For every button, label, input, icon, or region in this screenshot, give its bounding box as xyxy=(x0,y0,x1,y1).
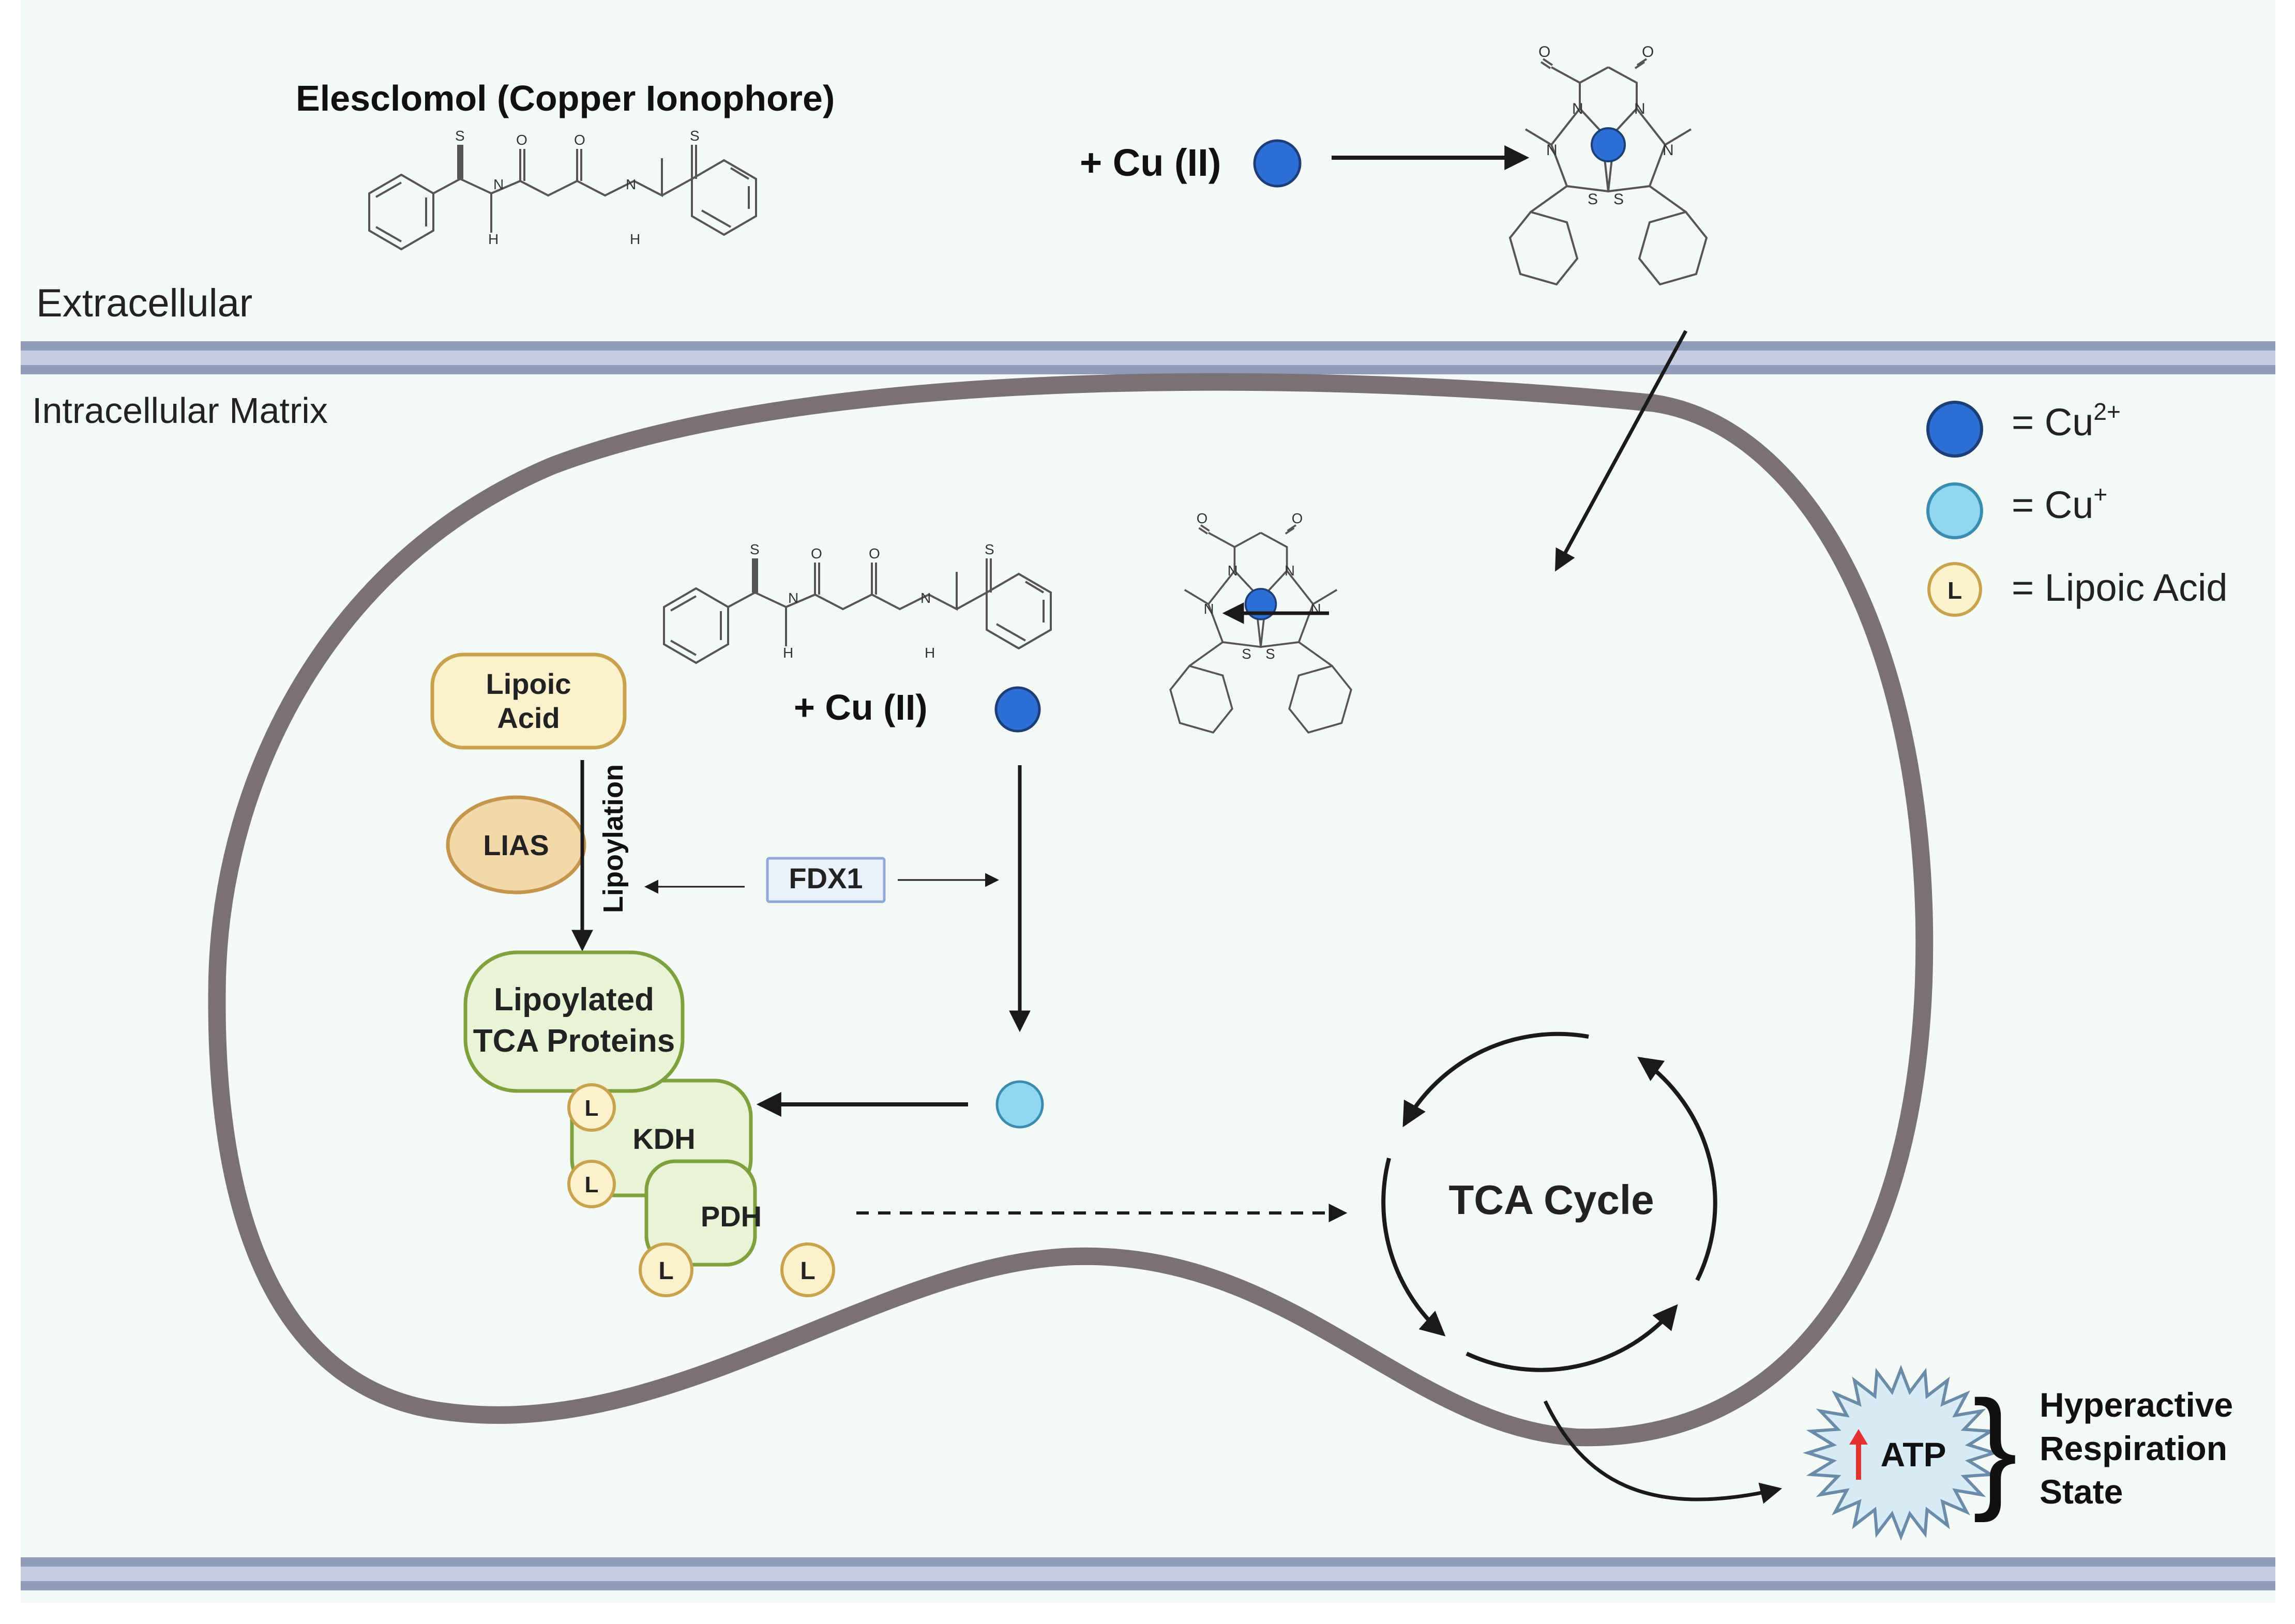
extracellular-label: Extracellular xyxy=(36,281,252,325)
atp-output-arrow xyxy=(1543,1400,1783,1504)
legend-cu1-icon xyxy=(1926,482,1983,539)
fdx1-box xyxy=(766,857,886,903)
intracellular-label: Intracellular Matrix xyxy=(32,390,328,431)
lias-label: LIAS xyxy=(483,829,549,861)
plus-cu2-top: + Cu (II) xyxy=(1080,141,1221,184)
mitochondrion-outline xyxy=(208,373,1934,1447)
cu1-ion-icon xyxy=(995,1080,1044,1129)
legend-cu1-text: = Cu+ xyxy=(2012,481,2107,526)
lipoic-acid-node xyxy=(430,652,627,750)
membrane-crossing-arrow xyxy=(1554,330,1688,572)
pdh-node-front xyxy=(644,1159,757,1267)
outcome-line2: Respiration xyxy=(2040,1429,2227,1467)
plasma-membrane-top xyxy=(21,341,2275,374)
lipoyl-marker-pdh-2: L xyxy=(780,1242,835,1297)
lipoylated-tca-proteins-node xyxy=(463,950,685,1093)
lipoyl-marker-kdh-2: L xyxy=(567,1160,616,1208)
plasma-membrane-bottom xyxy=(21,1557,2275,1590)
lipoic-acid-label-line1: Lipoic xyxy=(486,667,571,700)
fdx1-label: FDX1 xyxy=(789,862,863,894)
outcome-brace: } xyxy=(1973,1373,2018,1524)
lias-node xyxy=(446,795,586,894)
legend-cu2-text: = Cu2+ xyxy=(2012,398,2121,444)
cu2-ion-inner-icon xyxy=(994,686,1041,733)
outcome-line1: Hyperactive xyxy=(2040,1386,2233,1424)
legend-lipoic-text: = Lipoic Acid xyxy=(2012,566,2228,609)
legend-lipoic-icon xyxy=(1927,562,1982,617)
kdh-label: KDH xyxy=(632,1122,695,1155)
cell-background xyxy=(21,0,2275,1603)
legend-lipoic-marker: L xyxy=(1947,577,1962,604)
svg-text:L: L xyxy=(658,1257,673,1285)
cu2-ion-top-icon xyxy=(1253,139,1302,188)
atp-label: ATP xyxy=(1880,1435,1946,1474)
outcome-line3: State xyxy=(2040,1473,2123,1511)
lipoylated-label-line2: TCA Proteins xyxy=(473,1023,675,1059)
svg-text:L: L xyxy=(585,1096,599,1121)
lipoylation-label: Lipoylation xyxy=(598,764,629,913)
plus-cu2-inner: + Cu (II) xyxy=(794,687,928,727)
lipoyl-marker-kdh-1: L xyxy=(567,1083,616,1132)
legend: = Cu2+ = Cu+ L = Lipoic Acid xyxy=(1926,398,2228,617)
tca-cycle-label: TCA Cycle xyxy=(1448,1177,1654,1223)
lipoyl-marker-pdh-1: L xyxy=(639,1242,693,1297)
svg-text:L: L xyxy=(585,1172,599,1197)
atp-up-arrow-icon xyxy=(1849,1429,1868,1480)
lipoic-acid-label-line2: Acid xyxy=(497,702,560,734)
lipoylated-label-line1: Lipoylated xyxy=(494,982,654,1018)
pdh-label: PDH xyxy=(701,1200,762,1233)
atp-starburst-icon xyxy=(1803,1364,1999,1541)
legend-cu2-icon xyxy=(1926,401,1983,458)
elesclomol-title: Elesclomol (Copper Ionophore) xyxy=(296,78,835,118)
tca-cycle-arrows xyxy=(1381,1031,1717,1372)
svg-text:L: L xyxy=(800,1257,815,1285)
